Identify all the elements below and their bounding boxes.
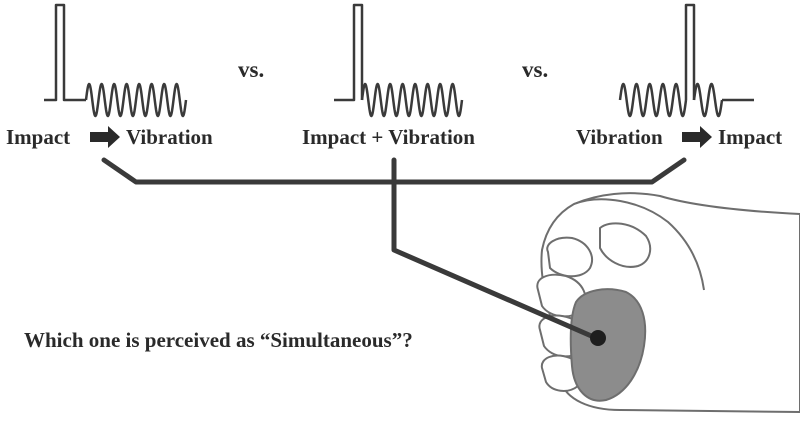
impulse-waveform bbox=[684, 3, 696, 100]
actuator-device bbox=[569, 288, 647, 402]
connector-lines bbox=[101, 157, 687, 341]
vs-separator-2: vs. bbox=[522, 57, 549, 82]
hand-knuckle bbox=[573, 198, 705, 291]
actuator-dot bbox=[590, 330, 606, 346]
right-arrow-icon bbox=[682, 126, 712, 148]
condition-1-first: Impact bbox=[6, 125, 71, 149]
condition-3-second: Impact bbox=[718, 125, 783, 149]
right-arrow-icon bbox=[90, 126, 120, 148]
vibration-waveform bbox=[360, 82, 464, 118]
thumb bbox=[599, 222, 652, 268]
vibration-waveform bbox=[84, 82, 188, 118]
condition-1-second: Vibration bbox=[126, 125, 213, 149]
pointer-line bbox=[391, 157, 599, 341]
condition-2-label: Impact + Vibration bbox=[302, 125, 475, 149]
vs-separator-1: vs. bbox=[238, 57, 265, 82]
condition-3-first: Vibration bbox=[576, 125, 663, 149]
arrows bbox=[90, 126, 712, 148]
impulse-waveform bbox=[334, 3, 364, 102]
impulse-waveform bbox=[44, 3, 86, 102]
waveforms bbox=[44, 3, 754, 118]
question-text: Which one is perceived as “Simultaneous”… bbox=[24, 328, 413, 352]
vibration-waveform bbox=[618, 82, 688, 118]
vibration-waveform bbox=[692, 82, 724, 118]
